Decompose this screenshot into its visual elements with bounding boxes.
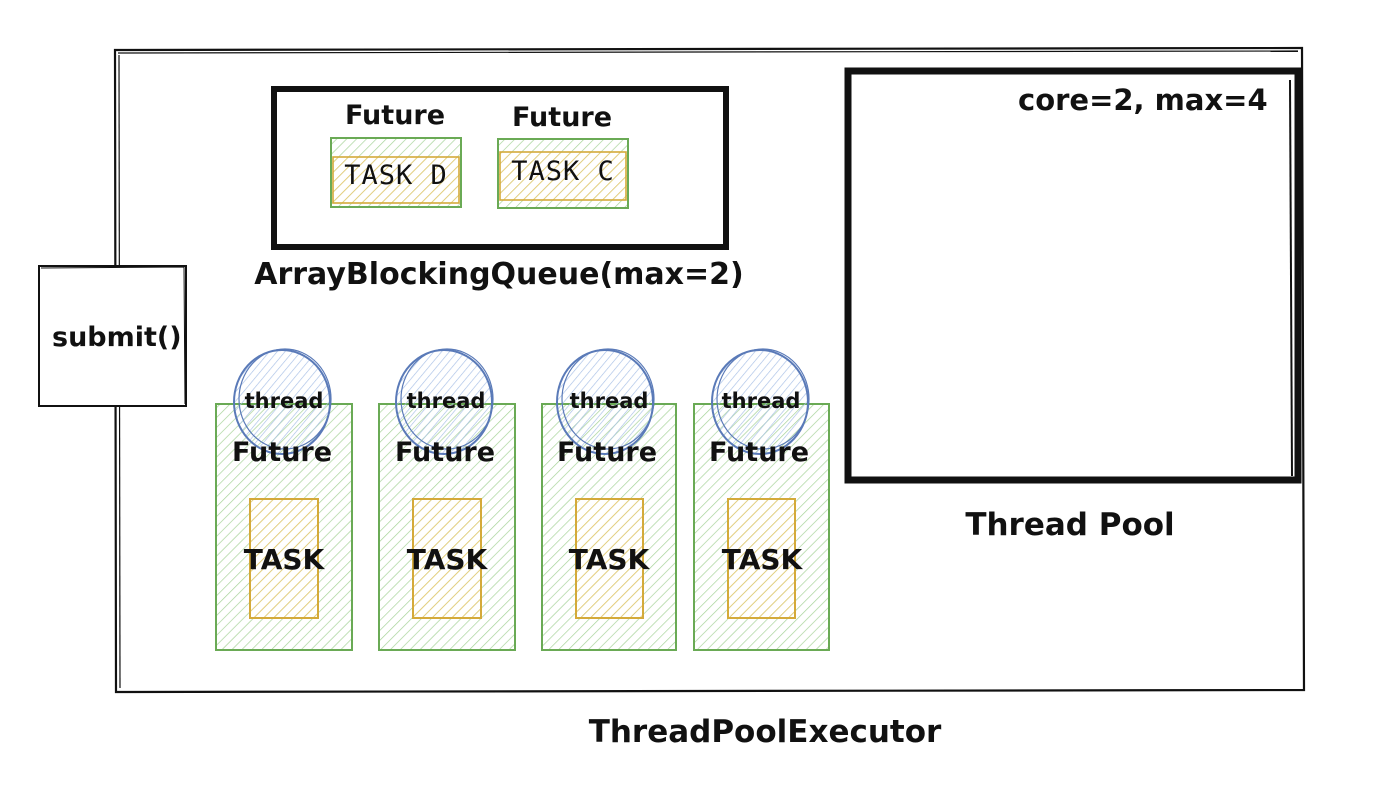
queue-task-label: TASK C: [511, 156, 615, 187]
submit-label: submit(): [52, 322, 182, 353]
worker-task-box: [575, 498, 644, 619]
thread-label: thread: [244, 389, 324, 413]
executor-label: ThreadPoolExecutor: [588, 714, 942, 750]
thread-circle: [711, 348, 810, 455]
queue-task-label: TASK D: [344, 160, 448, 191]
submit-box[interactable]: [38, 265, 187, 407]
worker-task-label: TASK: [406, 543, 488, 576]
worker-task-label: TASK: [243, 543, 325, 576]
queue-box: [271, 86, 729, 250]
worker-task-label: TASK: [568, 543, 650, 576]
queued-task-box: [330, 137, 462, 208]
queued-task-box: [497, 138, 629, 209]
thread-label: thread: [721, 389, 801, 413]
worker-future-label: Future: [394, 437, 496, 468]
thread-label: thread: [569, 389, 649, 413]
queue-future-label: Future: [511, 102, 613, 133]
queue-label: ArrayBlockingQueue(max=2): [254, 257, 744, 292]
worker-task-box: [249, 498, 319, 619]
worker-task-box: [412, 498, 482, 619]
thread-circle: [395, 348, 494, 455]
pool-label: Thread Pool: [965, 507, 1175, 543]
worker-task-label: TASK: [721, 543, 803, 576]
worker-future-label: Future: [556, 437, 658, 468]
thread-pool-box: [844, 67, 1302, 484]
thread-label: thread: [406, 389, 486, 413]
pool-config-label: core=2, max=4: [1018, 83, 1268, 117]
queue-future-label: Future: [344, 100, 446, 131]
worker-future-label: Future: [708, 437, 810, 468]
worker-task-box: [727, 498, 796, 619]
thread-circle: [233, 348, 332, 455]
worker-future-label: Future: [231, 437, 333, 468]
thread-circle: [556, 348, 655, 455]
